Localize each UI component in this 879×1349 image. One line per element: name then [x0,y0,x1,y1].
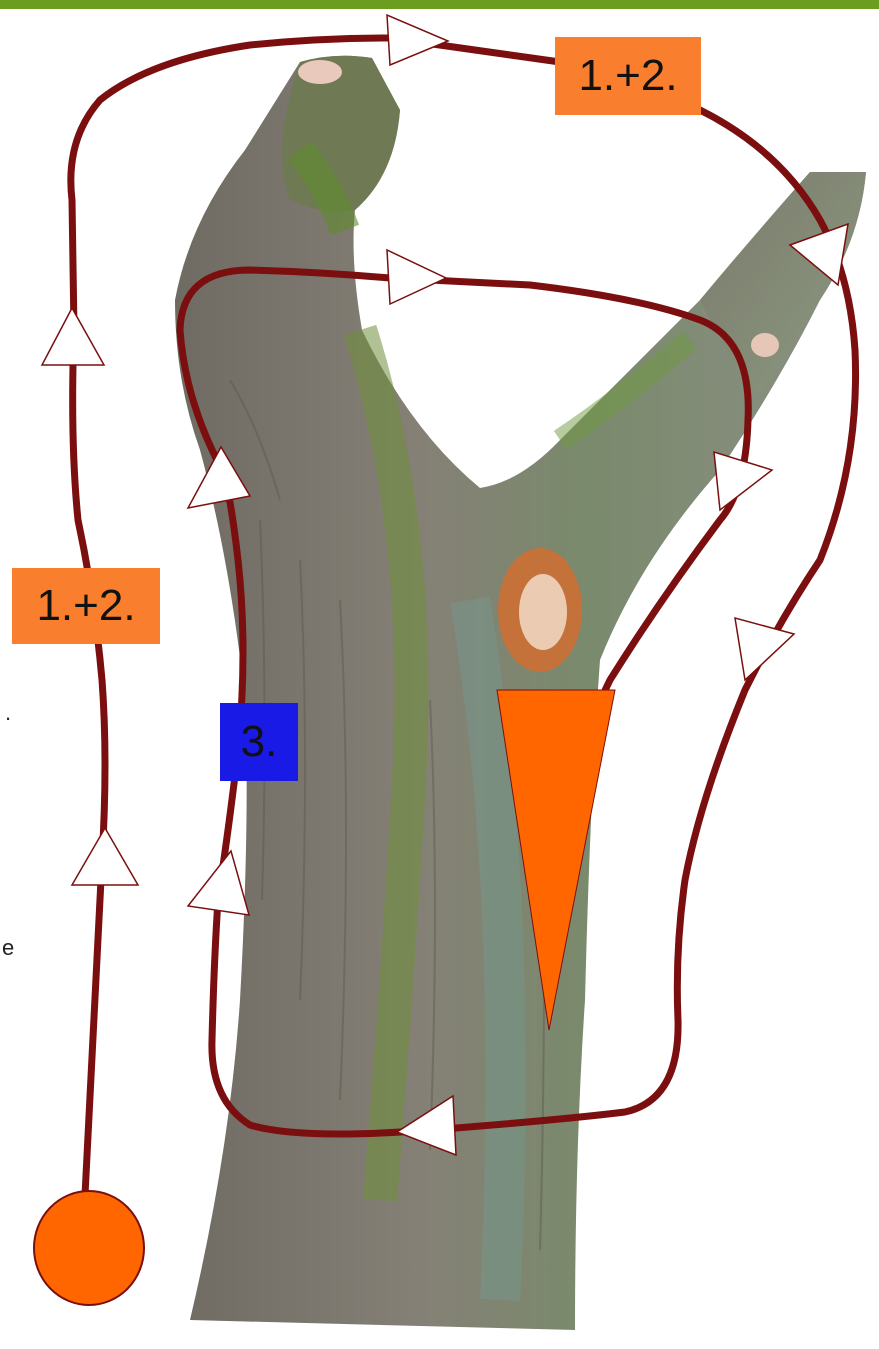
arrow-icon [735,618,794,680]
arrow-icon [72,828,138,885]
label-outer-left: 1.+2. [12,568,160,644]
arrow-icon [387,15,448,65]
edge-text-fragment: . [5,700,11,726]
label-inner: 3. [220,703,298,781]
label-outer-top: 1.+2. [555,37,701,115]
arrow-icon [387,250,446,304]
arrow-icon [714,452,772,510]
arrow-icon [188,851,249,915]
start-circle-icon [34,1191,144,1305]
top-bar [0,0,879,9]
arrow-icon [42,308,104,365]
edge-text-fragment: e [2,935,14,961]
